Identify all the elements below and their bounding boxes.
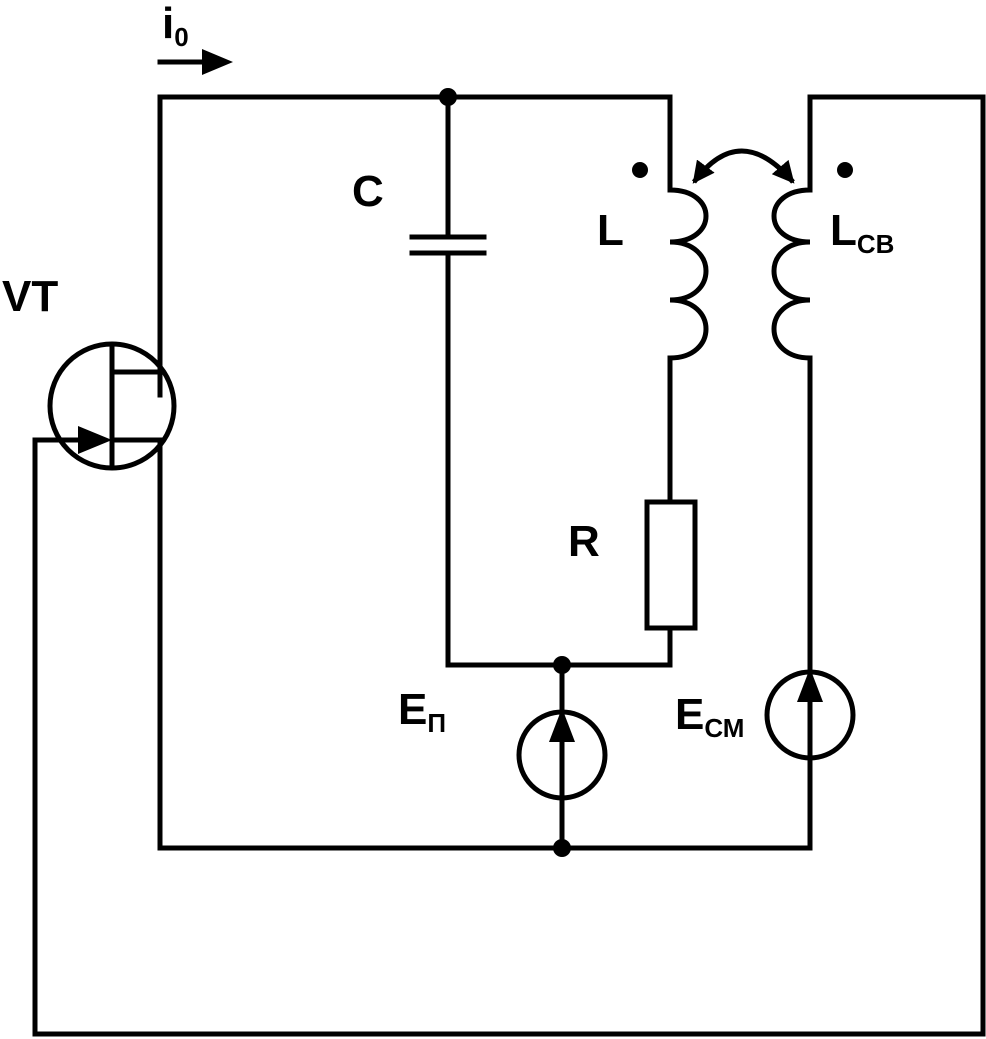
capacitor-symbol <box>409 234 487 256</box>
bias-source-label: EСМ <box>675 690 744 743</box>
transistor-symbol <box>47 341 177 471</box>
supply-source-label: EП <box>398 685 446 738</box>
mutual-coupling-arrow <box>691 148 795 184</box>
drain-top-wire <box>157 94 673 398</box>
transistor-label: VT <box>2 272 58 321</box>
junction-dot <box>553 839 571 857</box>
polarity-dot <box>632 162 648 178</box>
polarity-dot <box>837 162 853 178</box>
resistor-symbol <box>644 499 698 631</box>
inductor-label: L <box>597 206 624 255</box>
junction-dot <box>553 656 571 674</box>
capacitor-label: C <box>352 167 384 216</box>
coupling-inductor-coil <box>771 172 813 361</box>
current-arrow <box>157 49 233 75</box>
current-label: i0 <box>162 0 189 52</box>
capacitor-bottom-wire <box>445 250 673 668</box>
bias-source-symbol <box>764 668 856 763</box>
resistor-label: R <box>568 517 600 566</box>
supply-source-symbol <box>516 708 608 803</box>
coupling-inductor-label: LСВ <box>830 206 894 259</box>
inductor-coil <box>667 172 709 361</box>
ground-bus-wire <box>157 447 813 851</box>
feedback-loop-wire <box>32 94 986 1037</box>
junction-dot <box>439 88 457 106</box>
